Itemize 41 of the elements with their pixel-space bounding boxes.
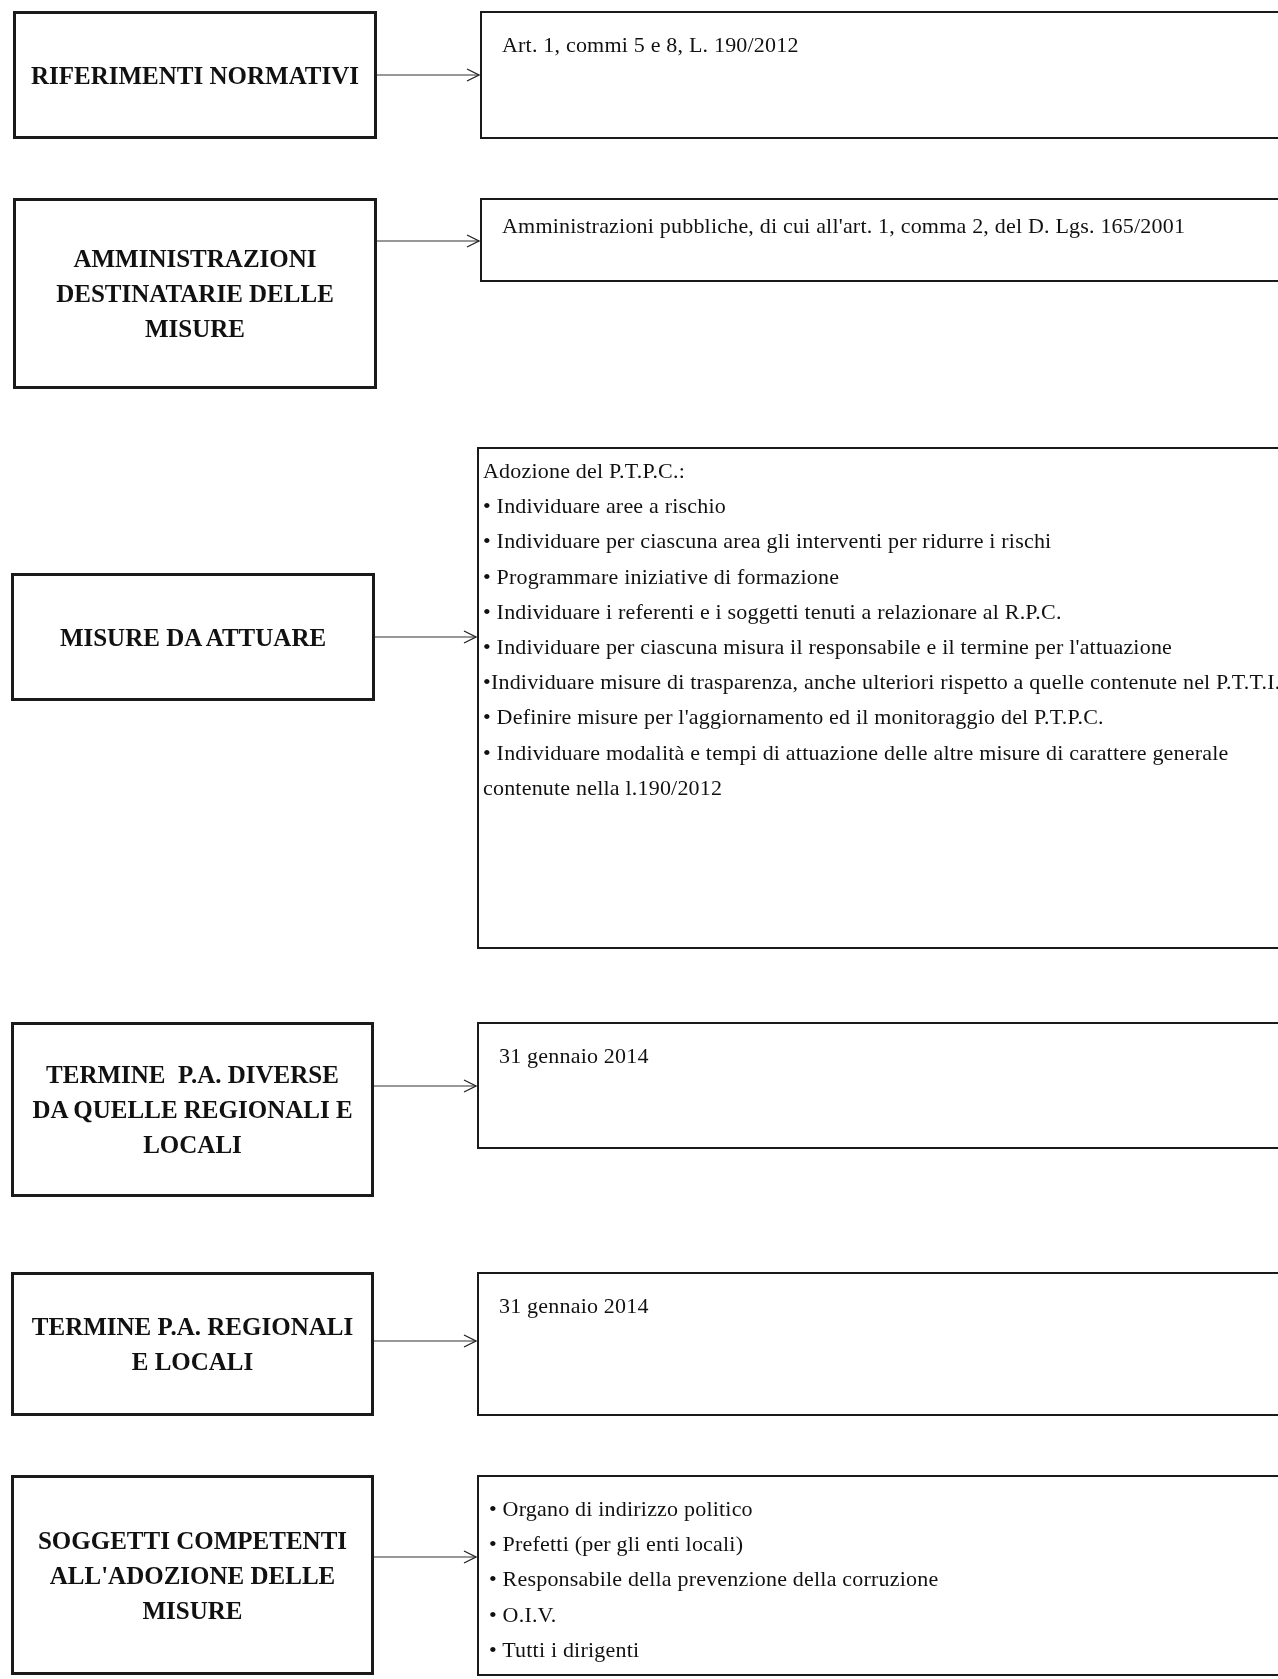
content-box <box>477 447 1278 949</box>
description-text: • Responsabile della prevenzione della corruzione <box>489 1565 940 1594</box>
description-text: • Prefetti (per gli enti locali) <box>489 1530 745 1559</box>
category-box <box>11 1475 374 1675</box>
category-label: SOGGETTI COMPETENTI ALL'ADOZIONE DELLE MISURE <box>36 1525 349 1626</box>
description-text: Amministrazioni pubbliche, di cui all'art. 1, comma 2, del D. Lgs. 165/2001 <box>502 212 1187 240</box>
arrow <box>374 630 477 644</box>
description-text: • Definire misure per l'aggiornamento ed il monitoraggio del P.T.P.C. <box>483 703 1105 732</box>
description-text: • Individuare per ciascuna misura il responsabile e il termine per l'attuazione <box>483 632 1174 661</box>
category-box <box>11 1022 374 1197</box>
description-text: Art. 1, commi 5 e 8, L. 190/2012 <box>502 31 800 59</box>
category-label: MISURE DA ATTUARE <box>59 622 327 653</box>
category-label: RIFERIMENTI NORMATIVI <box>31 60 359 91</box>
description-text: • Individuare per ciascuna area gli interventi per ridurre i rischi <box>483 527 1053 556</box>
arrow <box>373 1550 477 1564</box>
category-box <box>11 1272 374 1416</box>
arrow <box>373 1334 477 1348</box>
description-text: 31 gennaio 2014 <box>499 1292 650 1320</box>
category-label: TERMINE P.A. DIVERSE DA QUELLE REGIONALI E LOCALI <box>31 1060 354 1160</box>
description-text: • Individuare modalità e tempi di attuazione delle altre misure di carattere generale contenute nella l.190/2012 <box>483 738 1230 802</box>
content-box <box>477 1022 1278 1149</box>
description-text: 31 gennaio 2014 <box>499 1042 650 1070</box>
description-text: • Organo di indirizzo politico <box>489 1495 754 1523</box>
arrow <box>376 234 480 248</box>
description-text: • Programmare iniziative di formazione <box>483 562 841 591</box>
arrow <box>376 68 480 82</box>
description-text: • Individuare i referenti e i soggetti tenuti a relazionare al R.P.C. <box>483 597 1063 626</box>
description-text: • O.I.V. <box>489 1600 558 1629</box>
category-label: AMMINISTRAZIONI DESTINATARIE DELLE MISURE <box>55 244 335 344</box>
content-box <box>480 198 1278 282</box>
arrow <box>373 1079 477 1093</box>
description-text: Adozione del P.T.P.C.: <box>483 457 686 485</box>
category-box <box>11 573 375 701</box>
category-label: TERMINE P.A. REGIONALI E LOCALI <box>30 1312 355 1377</box>
content-box <box>477 1272 1278 1416</box>
description-text: • Tutti i dirigenti <box>489 1635 641 1664</box>
category-box <box>13 198 377 389</box>
content-box <box>480 11 1278 139</box>
content-box <box>477 1475 1278 1676</box>
category-box <box>13 11 377 139</box>
description-text: • Individuare aree a rischio <box>483 492 727 521</box>
